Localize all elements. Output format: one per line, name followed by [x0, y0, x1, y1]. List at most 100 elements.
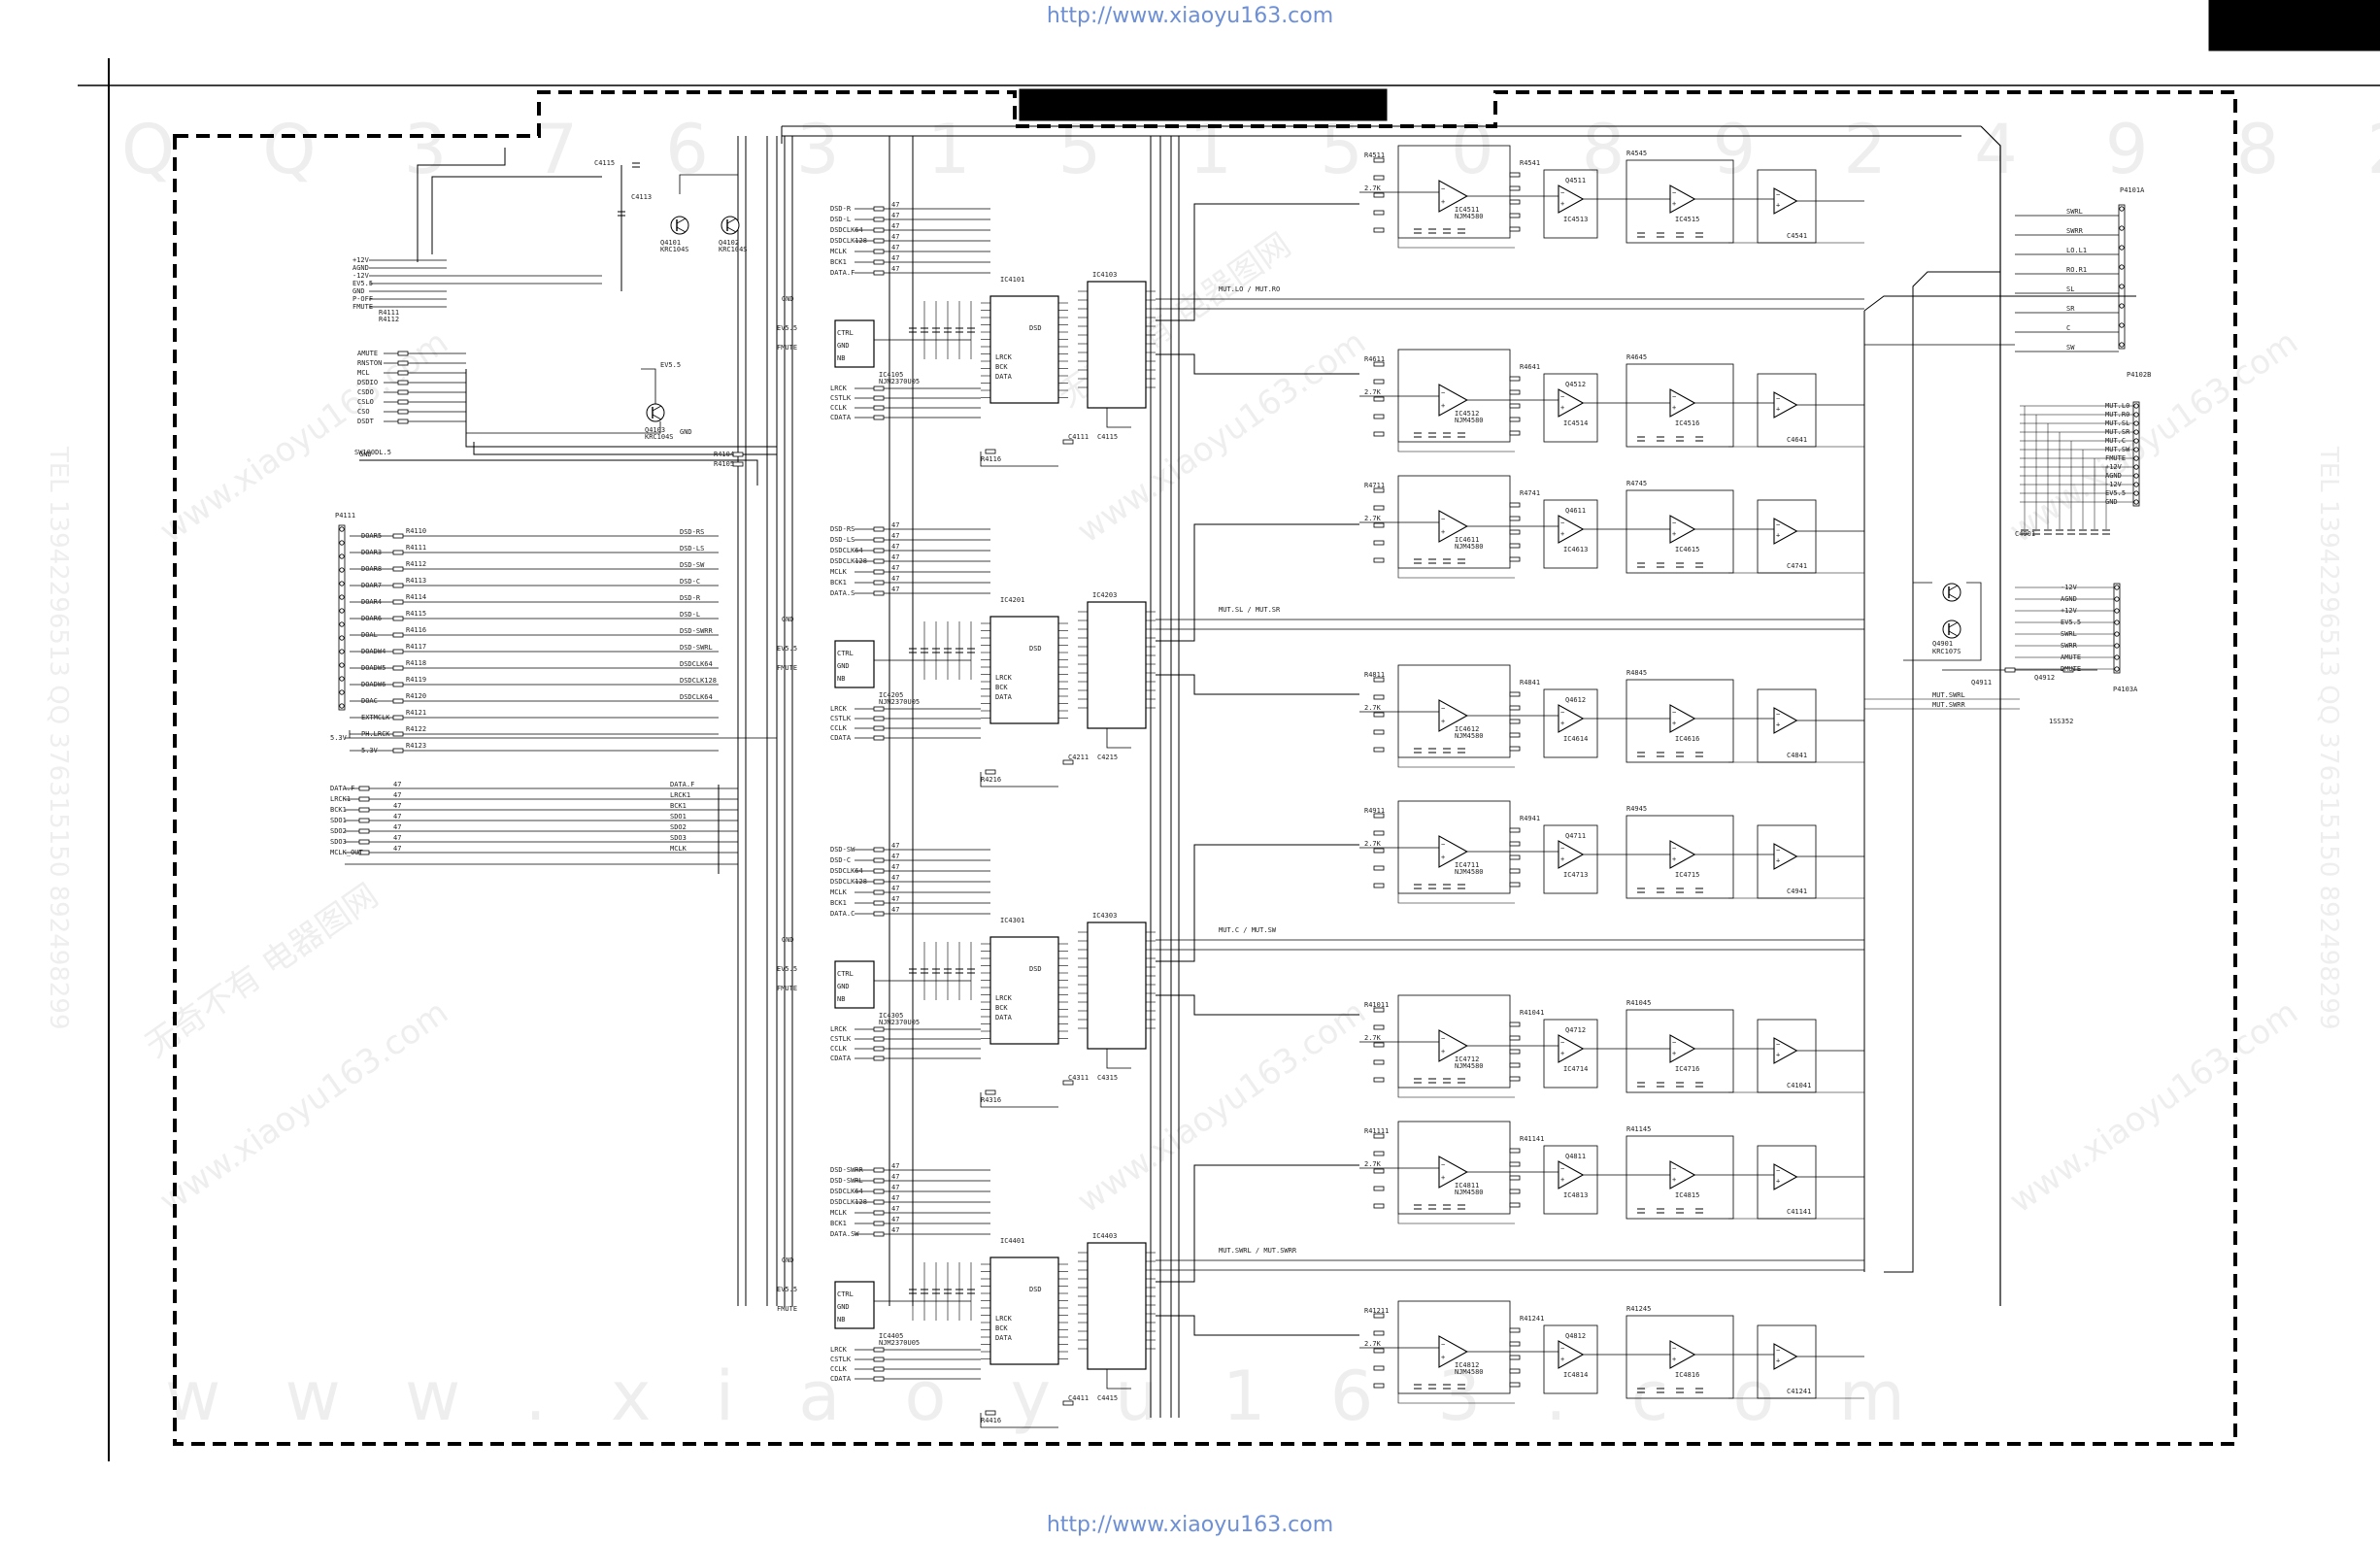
dac-input-label: DSD-SW: [830, 846, 855, 854]
wire: [1397, 1214, 1515, 1224]
net-label: BCK1: [670, 802, 687, 810]
opamp-ref: IC4513: [1563, 216, 1588, 223]
net-label: DSD-LS: [680, 545, 704, 553]
ic-pin-label: CTRL: [837, 329, 854, 337]
resistor-ref: R41011: [1364, 1001, 1389, 1009]
resistor: [873, 735, 885, 741]
output-ic: [1087, 1242, 1147, 1370]
digital-input-label: SDO1: [330, 817, 347, 824]
opamp-minus: −: [1560, 1344, 1564, 1352]
opamp-stage2: [1558, 388, 1585, 418]
opamp-stage1: [1438, 835, 1468, 868]
output-label: SW: [2066, 344, 2075, 352]
control-label: +12V: [2061, 607, 2078, 615]
source-url-top[interactable]: http://www.xiaoyu163.com: [1046, 4, 1334, 28]
resistor-ref: R4117: [406, 643, 426, 651]
capacitor-ref: C4315: [1097, 1074, 1118, 1082]
opamp-stage1: [1438, 1335, 1468, 1368]
resistor-value: 47: [393, 845, 401, 853]
resistor: [1062, 1400, 1074, 1406]
dac-ic: [989, 1256, 1059, 1365]
stage-box: [1543, 1019, 1598, 1089]
opamp-plus: +: [1672, 404, 1676, 412]
diode-part: 1SS352: [2049, 718, 2073, 725]
source-url-bottom[interactable]: http://www.xiaoyu163.com: [1046, 1513, 1334, 1537]
resistor: [873, 259, 885, 265]
stage-resistor: [1373, 557, 1385, 563]
opamp-stage2: [1558, 704, 1585, 733]
dac-input-label: DSD-LS: [830, 536, 855, 544]
mute-net-label: MUT.SL / MUT.SR: [1219, 606, 1281, 614]
resistor-ref: R4113: [406, 577, 426, 585]
left-power-label: AGND: [352, 264, 369, 272]
resistor-value: 47: [891, 543, 899, 551]
stage-resistor: [1509, 1341, 1521, 1347]
net-label: DSD-C: [680, 578, 700, 586]
resistor: [985, 449, 996, 454]
watermark-phone-left: TEL 13942296513 QQ 376315150 892498299: [44, 446, 73, 1030]
opamp-ref: IC4511: [1455, 206, 1479, 214]
resistor-ref: R4316: [981, 1096, 1001, 1104]
resistor-value: 47: [393, 802, 401, 810]
ic-ref: IC4303: [1092, 912, 1117, 920]
connector-pin: [2114, 585, 2120, 590]
resistor: [873, 537, 885, 543]
wire: [1106, 408, 1131, 428]
stage-resistor: [1509, 403, 1521, 409]
connector-pin: [339, 635, 345, 641]
left-power-label: EV5.5: [352, 280, 373, 287]
stage-resistor: [1373, 210, 1385, 216]
clock-label: CCLK: [830, 1365, 848, 1373]
connector-pin: [2133, 447, 2139, 452]
wire: [1106, 1049, 1131, 1069]
resistor-value: 2.7K: [1364, 1160, 1382, 1168]
resistor: [873, 590, 885, 596]
resistor: [873, 857, 885, 863]
wire: [1397, 893, 1515, 904]
stage-ref: Q4512: [1565, 381, 1586, 388]
transistor-part: KRC104S: [660, 246, 689, 253]
opamp-stage3: [1669, 1340, 1696, 1369]
wire: [1903, 582, 1982, 661]
opamp-plus: +: [1672, 1050, 1676, 1057]
ic-ref: IC4405: [879, 1332, 903, 1340]
dac-input-label: DSDCLK128: [830, 557, 867, 565]
opamp-minus: −: [1560, 1038, 1564, 1046]
net-label: MCLK: [670, 845, 687, 853]
opamp-stage4: [1773, 391, 1798, 419]
net-label: DSD-R: [680, 594, 701, 602]
resistor: [732, 452, 744, 457]
dsd-input-label: DOAR8: [361, 565, 382, 573]
net-label: EV5.5: [777, 1286, 797, 1293]
net-label: EV5.5: [777, 324, 797, 332]
stage-box: [1543, 169, 1598, 239]
stage-ref: Q4811: [1565, 1153, 1586, 1160]
clock-label: LRCK: [830, 1025, 848, 1033]
ic-pin-label: GND: [837, 1303, 850, 1311]
control-label: -12V: [2061, 584, 2078, 591]
dac-input-label: MCLK: [830, 1209, 848, 1217]
opamp-stage3: [1669, 515, 1696, 544]
opamp-part: NJM4580: [1455, 1189, 1484, 1196]
stage-box: [1626, 1009, 1734, 1093]
resistor: [873, 385, 885, 391]
output-label: RO.R1: [2066, 266, 2087, 274]
wire: [1884, 271, 2000, 1273]
opamp-plus: +: [1560, 200, 1564, 208]
stage-resistor: [1373, 865, 1385, 871]
watermark-bottom: w w w . x i a o y u 1 6 3 . c o m: [165, 1357, 1927, 1436]
stage-box: [1397, 475, 1511, 569]
transistor-q4901: [1942, 583, 1961, 602]
resistor-ref: R4645: [1626, 353, 1647, 361]
capacitor-ref: C4211: [1068, 754, 1089, 761]
resistor: [392, 599, 404, 605]
resistor-value: 47: [891, 254, 899, 262]
resistor-value: 2.7K: [1364, 515, 1382, 522]
stage-resistor: [1509, 882, 1521, 888]
stage-resistor: [1373, 1203, 1385, 1209]
opamp-minus: −: [1560, 708, 1564, 716]
opamp-plus: +: [1776, 857, 1780, 865]
connector-pin: [2133, 429, 2139, 435]
connector-pin: [339, 608, 345, 614]
